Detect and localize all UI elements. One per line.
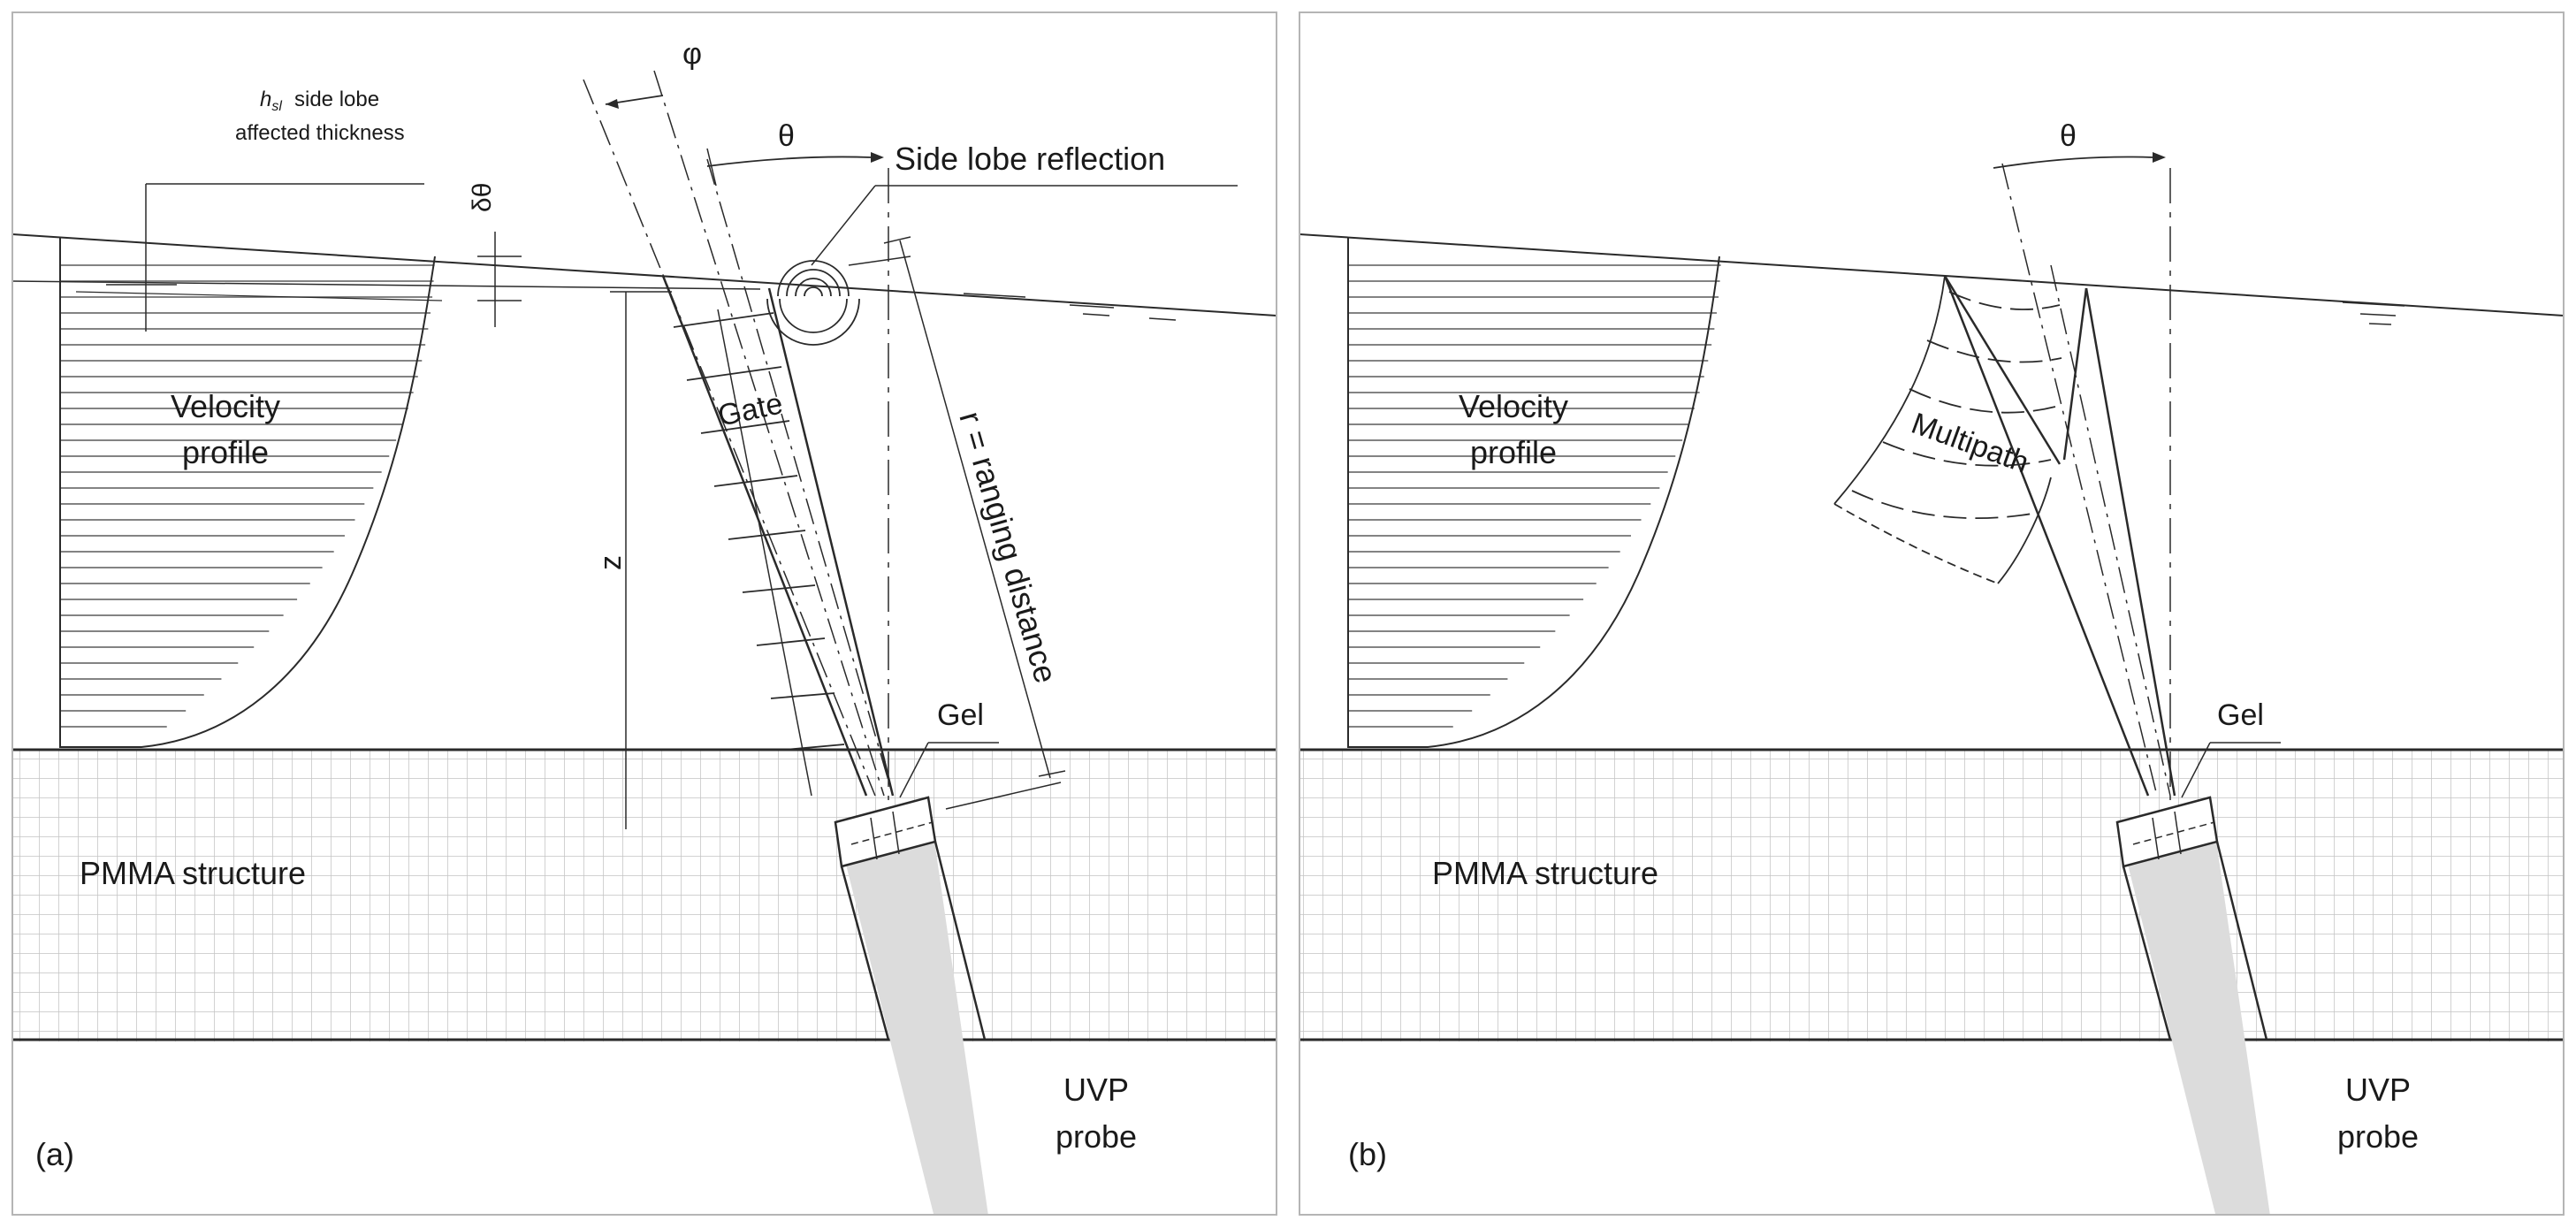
probe-label-a: UVP: [1063, 1072, 1129, 1108]
probe-label-b-line2: probe: [2337, 1118, 2419, 1155]
velocity-profile-label-a: Velocity: [171, 388, 280, 424]
phi-label: φ: [682, 37, 702, 71]
delta-theta-label: δθ: [468, 183, 497, 212]
theta-label-b: θ: [2060, 119, 2077, 153]
probe-label-b: UVP: [2345, 1072, 2411, 1108]
hsl-label: side lobe: [294, 88, 379, 111]
multipath-arcs: [1833, 275, 2062, 584]
hsl-symbol: hsl: [260, 88, 282, 114]
velocity-profile-label-b: Velocity: [1459, 388, 1568, 424]
pmma-structure-b: [1299, 750, 2564, 1041]
beam-left-edge-b: [1943, 275, 2150, 797]
beam-right-edge: [767, 287, 895, 797]
probe-label-a-line2: probe: [1056, 1118, 1137, 1155]
theta-label-a: θ: [778, 119, 795, 153]
panel-b: θ Velocity profile Multipath Gel PMMA st…: [1299, 11, 2565, 1216]
panel-a: hsl side lobe affected thickness δθ φ θ …: [11, 11, 1277, 1216]
uvp-probe-b: [2117, 797, 2270, 1215]
gate-label: Gate: [715, 386, 786, 432]
gel-label-a: Gel: [937, 698, 984, 732]
multipath-label: Multipath: [1907, 407, 2033, 480]
uvp-probe-a: [835, 797, 988, 1215]
z-label: z: [594, 555, 628, 570]
side-lobe-reflection-label: Side lobe reflection: [895, 141, 1165, 177]
pmma-label-b: PMMA structure: [1432, 855, 1658, 891]
panel-b-tag: (b): [1348, 1136, 1387, 1172]
pmma-structure-a: [12, 750, 1277, 1041]
side-lobe-ripples: [766, 260, 860, 346]
velocity-profile-label-b-line2: profile: [1470, 434, 1557, 470]
gel-label-b: Gel: [2217, 698, 2264, 732]
ranging-distance-label: r = ranging distance: [952, 408, 1064, 687]
panel-a-tag: (a): [35, 1136, 74, 1172]
beam-right-edge-b: [2084, 287, 2176, 797]
velocity-profile-label-a-line2: profile: [182, 434, 269, 470]
velocity-hatch-a: [60, 264, 435, 728]
pmma-label-a: PMMA structure: [80, 855, 306, 891]
hsl-label-line2: affected thickness: [235, 121, 405, 145]
velocity-hatch-b: [1348, 264, 1721, 728]
